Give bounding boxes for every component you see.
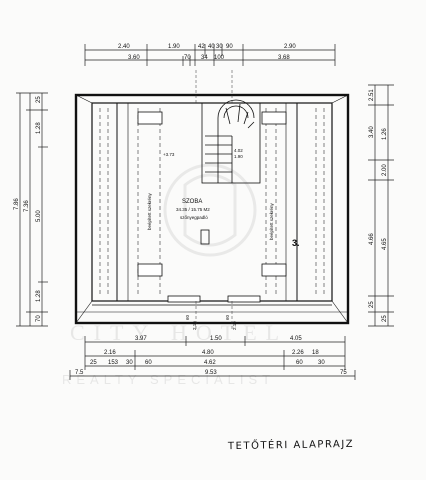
room-number: 3. [292,238,300,248]
dim-bottom-3-g: 30 [318,360,325,366]
level-label: +3.73 [163,152,175,157]
dim-top-2-b: 70 [184,55,191,61]
dim-bottom-3-c: 30 [126,360,133,366]
watermark-subtext: REALTY SPECIALIST [62,372,275,387]
dim-bottom-1-c: 4.05 [290,336,302,342]
dim-top-1-c: 42 [198,44,205,50]
dim-top-2-c: 34 [201,55,208,61]
dim-bottom-2-b: 4.80 [202,350,214,356]
dim-bottom-3-f: 60 [296,360,303,366]
dim-right-inner-a: 1.26 [382,128,388,140]
dim-top-1-d: 40 [208,44,215,50]
dim-right-outer-c: 4.66 [369,233,375,245]
bottom-dimension-lines [69,336,356,380]
dim-right-outer-a: 2.51 [369,89,375,101]
dim-bottom-1-a: 3.97 [135,336,147,342]
door-dim-c: 60 [225,314,230,320]
dim-left-outer: 7.86 [14,198,20,210]
dim-bottom-4-c: 75 [340,370,347,376]
door-dim-b: 2.10 [192,321,197,330]
dim-top-1-b: 1.90 [168,44,180,50]
dim-left-inner-c: 5.00 [36,210,42,222]
dim-right-inner-c: 4.65 [382,238,388,250]
dim-top-1-a: 2.40 [118,44,130,50]
cabinet-label-left: beépített szekrény [147,192,152,230]
dim-bottom-1-b: 1.50 [210,336,222,342]
door-dim-a: 60 [185,314,190,320]
dim-top-2-a: 3.60 [128,55,140,61]
dim-top-1-g: 2.90 [284,44,296,50]
room-area: 34.35 / 15.75 M2 [176,207,210,212]
dim-left-mid: 7.36 [24,200,30,212]
dim-left-inner-b: 1.28 [36,122,42,134]
staircase [201,99,261,184]
cabinet-label-right: beépített szekrény [269,202,274,240]
dim-bottom-4-a: 7.5 [75,370,84,376]
dim-right-outer-b: 3.40 [369,126,375,138]
center-axis [195,70,233,330]
room-floor: szőnyegpadló [180,215,208,220]
top-dimension-lines [84,44,336,66]
dim-top-1-e: 30 [216,44,223,50]
dim-bottom-3-b: 153 [108,360,119,366]
dim-top-2-d: 100 [214,55,225,61]
dim-left-inner-a: 25 [36,96,42,103]
dim-bottom-3-d: 60 [145,360,152,366]
dim-bottom-4-b: 9.53 [205,370,217,376]
dim-right-inner-b: 2.00 [382,164,388,176]
dim-top-2-e: 3.68 [278,55,290,61]
dim-right-outer-d: 25 [369,301,375,308]
stair-label-2: 1.90 [234,154,243,159]
dim-right-inner-d: 25 [382,315,388,322]
dim-bottom-2-d: 18 [312,350,319,356]
building-walls [74,93,350,325]
room-name: SZOBA [182,199,202,205]
dim-bottom-3-a: 25 [90,360,97,366]
stair-label: 4.02 [234,148,243,153]
center-opening [200,229,210,245]
dim-bottom-3-e: 4.62 [204,360,216,366]
door-dim-d: 2.10 [232,321,237,330]
dim-bottom-2-a: 2.16 [104,350,116,356]
right-dimension-lines [368,84,394,327]
dim-bottom-2-c: 2.26 [292,350,304,356]
roof-windows [137,111,287,303]
dim-top-1-f: 90 [226,44,233,50]
left-dimension-lines [16,92,48,327]
dim-left-inner-e: 70 [36,315,42,322]
plan-caption: TETŐTÉRI ALAPRAJZ [227,438,355,453]
dim-left-inner-d: 1.28 [36,290,42,302]
